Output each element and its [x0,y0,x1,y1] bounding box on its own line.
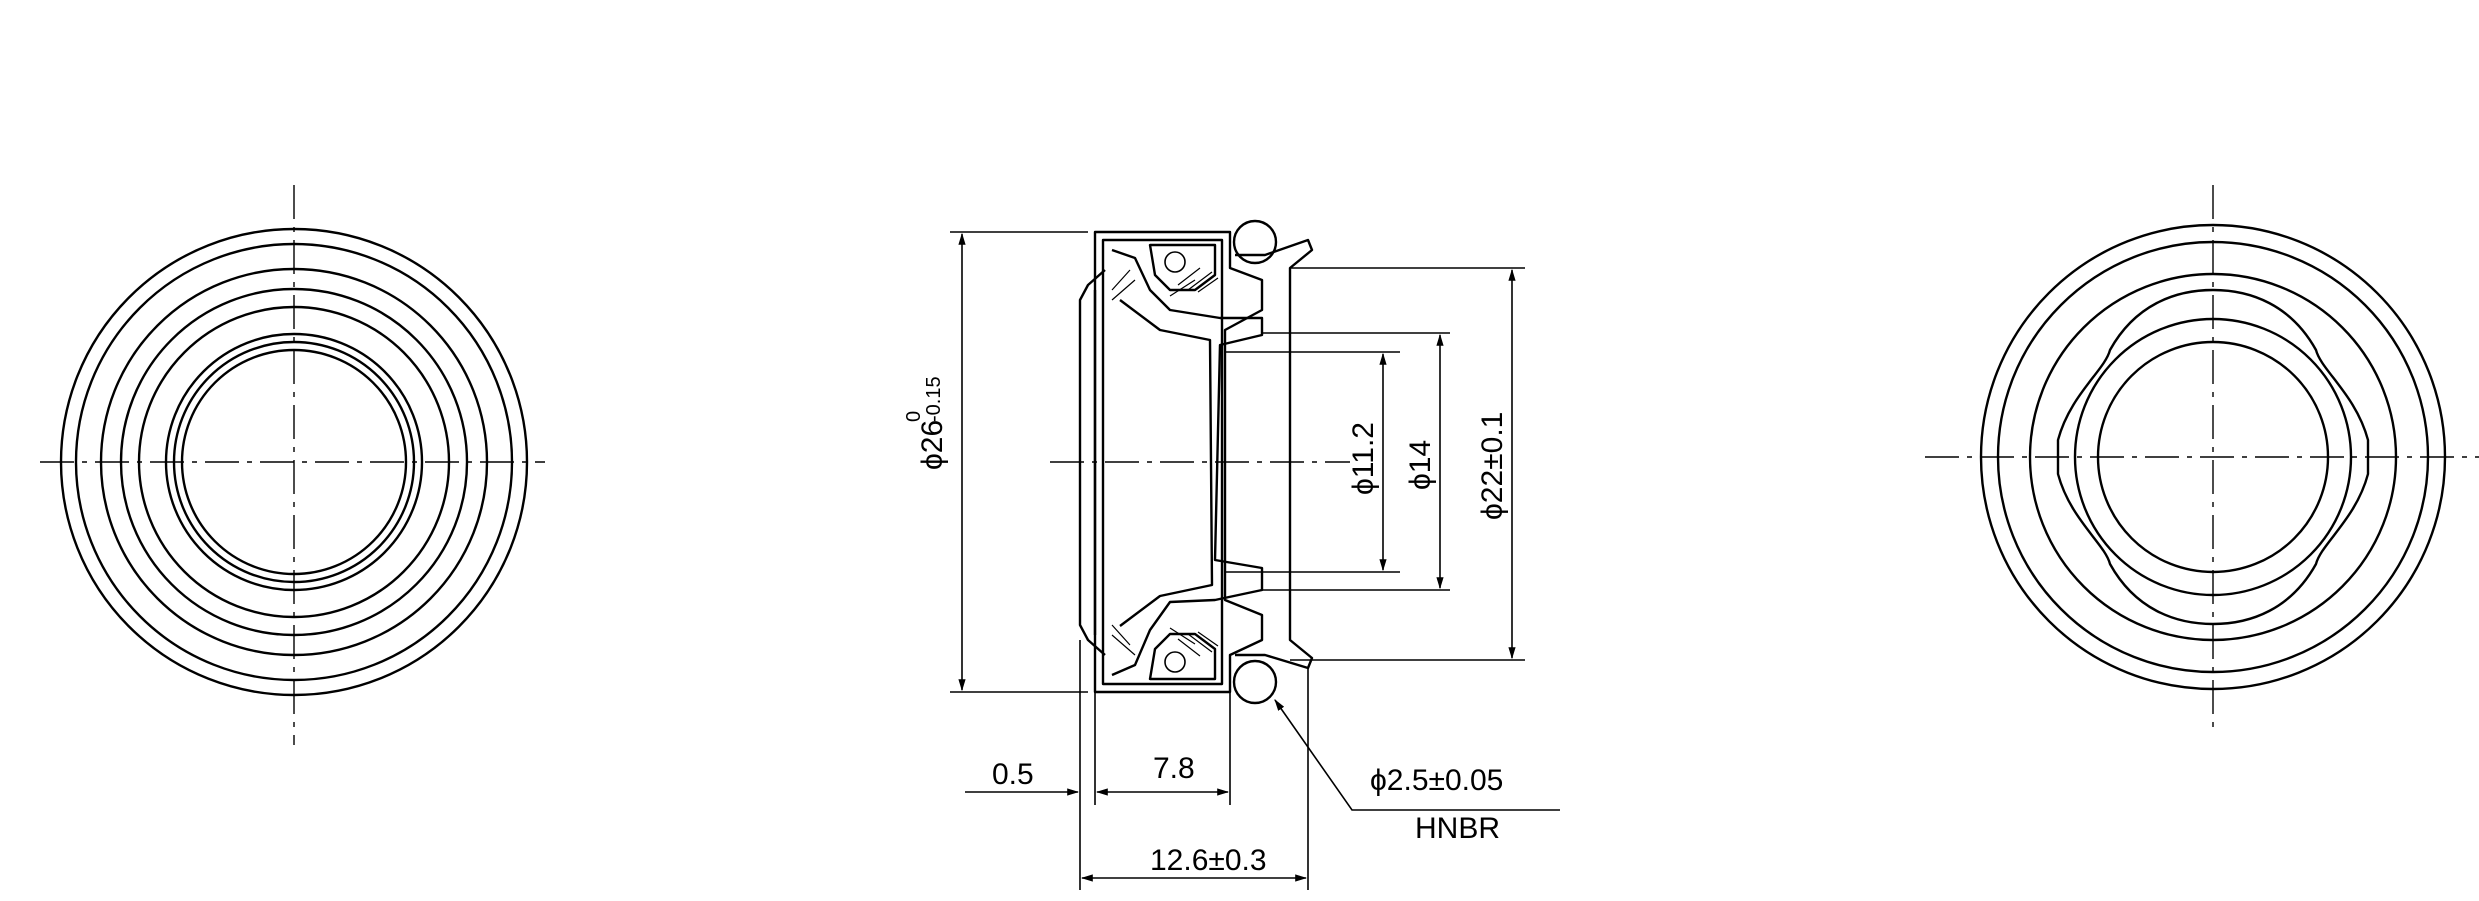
dim-outer-upper-tol: 0 [903,411,925,422]
dim-body-width: 7.8 [1153,752,1195,785]
dim-outer-lower-tol: -0.15 [923,376,945,422]
right-end-view [1925,185,2479,735]
dim-lip-diameter: ϕ14 [1404,440,1437,490]
dim-total-width: 12.6±0.3 [1150,844,1267,877]
oring-bottom [1232,659,1278,705]
left-end-view [40,185,545,745]
dimensions: ϕ26 0 -0.15 ϕ11.2 ϕ14 ϕ22±0.1 0.5 7.8 [903,231,1560,890]
dim-offset: 0.5 [992,758,1034,791]
dim-oring-callout: ϕ2.5±0.05 [1370,764,1503,797]
dim-outer-diameter: ϕ26 [916,420,949,470]
oring-top [1232,219,1278,265]
dim-flange-diameter: ϕ22±0.1 [1476,412,1509,520]
oring-material-label: HNBR [1415,812,1500,845]
dim-bore-diameter: ϕ11.2 [1347,422,1380,495]
section-view [1050,219,1350,705]
